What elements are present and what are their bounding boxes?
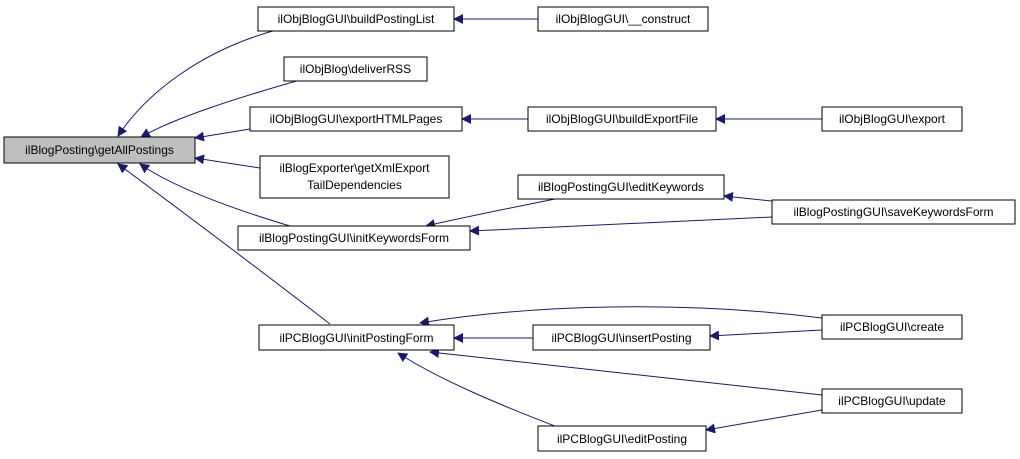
node-savekeywordsform-label: ilBlogPostingGUI\saveKeywordsForm [793,205,993,219]
node-savekeywordsform[interactable]: ilBlogPostingGUI\saveKeywordsForm [771,199,1016,225]
edge-exporthtmlpages-to-root [194,128,251,142]
edge-editposting-to-initpostingform [397,352,561,429]
node-getxmlexporttaildependencies[interactable]: ilBlogExporter\getXmlExport TailDependen… [259,155,450,199]
edge-initkeywordsform-to-root [139,163,291,227]
node-insertposting-label: ilPCBlogGUI\insertPosting [551,331,691,345]
node-initpostingform-label: ilPCBlogGUI\initPostingForm [279,331,433,345]
node-buildpostinglist[interactable]: ilObjBlogGUI\buildPostingList [257,6,455,32]
edge-create-to-initpostingform [419,306,823,327]
node-buildpostinglist-label: ilObjBlogGUI\buildPostingList [278,12,435,26]
node-update-label: ilPCBlogGUI\update [838,394,946,408]
node-insertposting[interactable]: ilPCBlogGUI\insertPosting [532,324,711,351]
node-export[interactable]: ilObjBlogGUI\export [821,106,963,132]
node-export-label: ilObjBlogGUI\export [839,112,946,126]
node-buildexportfile[interactable]: ilObjBlogGUI\buildExportFile [527,106,717,132]
node-deliverrss[interactable]: ilObjBlog\deliverRSS [283,56,428,82]
node-initkeywordsform[interactable]: ilBlogPostingGUI\initKeywordsForm [237,225,471,251]
node-editkeywords[interactable]: ilBlogPostingGUI\editKeywords [517,174,725,200]
node-editkeywords-label: ilBlogPostingGUI\editKeywords [538,180,704,194]
node-initpostingform[interactable]: ilPCBlogGUI\initPostingForm [258,324,455,351]
node-construct-label: ilObjBlogGUI\__construct [556,12,691,26]
node-create[interactable]: ilPCBlogGUI\create [821,314,963,340]
edge-update-to-initpostingform [429,348,823,396]
edges [117,14,823,434]
edge-savekeywordsform-to-initkeywordsform [469,216,773,236]
edge-initpostingform-to-root [117,163,331,325]
node-buildexportfile-label: ilObjBlogGUI\buildExportFile [546,112,698,126]
edge-update-to-editposting [705,409,823,434]
node-construct[interactable]: ilObjBlogGUI\__construct [537,6,709,32]
edge-buildpostinglist-to-root [117,28,281,137]
node-create-label: ilPCBlogGUI\create [840,320,944,334]
node-editposting[interactable]: ilPCBlogGUI\editPosting [537,425,707,452]
edge-getxmlexport-to-root [194,154,261,169]
edge-editkeywords-to-initkeywordsform [425,198,556,229]
node-exporthtmlpages-label: ilObjBlogGUI\exportHTMLPages [270,112,443,126]
node-editposting-label: ilPCBlogGUI\editPosting [557,432,687,446]
node-root-label: ilBlogPosting\getAllPostings [25,143,174,157]
node-deliverrss-label: ilObjBlog\deliverRSS [300,62,411,76]
node-initkeywordsform-label: ilBlogPostingGUI\initKeywordsForm [259,231,449,245]
node-exporthtmlpages[interactable]: ilObjBlogGUI\exportHTMLPages [249,106,463,132]
node-root[interactable]: ilBlogPosting\getAllPostings [3,136,196,164]
node-getxmlexport-label-line1: ilBlogExporter\getXmlExport [279,161,430,175]
node-update[interactable]: ilPCBlogGUI\update [821,388,963,414]
node-getxmlexport-label-line2: TailDependencies [307,178,402,192]
edge-create-to-insertposting [709,329,823,341]
edge-deliverrss-to-root [140,79,301,138]
